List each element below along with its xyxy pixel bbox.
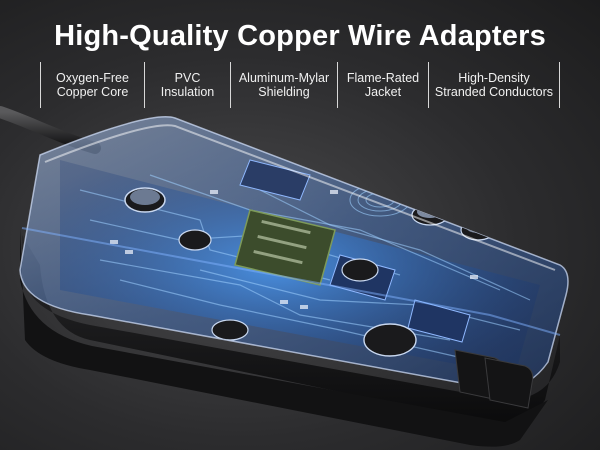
feature-copper-core-label: Oxygen-Free Copper Core: [56, 71, 129, 99]
feature-jacket-label: Flame-Rated Jacket: [346, 71, 420, 99]
chip: [234, 209, 336, 286]
feature-pvc-insulation-label: PVC Insulation: [160, 71, 215, 99]
feature-pvc-insulation: PVC Insulation: [144, 62, 230, 108]
headline: High-Quality Copper Wire Adapters: [54, 20, 546, 52]
feature-shielding-label: Aluminum-Mylar Shielding: [238, 71, 330, 99]
connector-ports: [454, 349, 534, 409]
adapter-base: [22, 235, 560, 424]
adapter-product-image: [0, 106, 569, 447]
feature-copper-core: Oxygen-Free Copper Core: [40, 62, 144, 108]
feature-jacket: Flame-Rated Jacket: [337, 62, 428, 108]
feature-conductors: High-Density Stranded Conductors: [428, 62, 560, 108]
feature-shielding: Aluminum-Mylar Shielding: [230, 62, 337, 108]
feature-list: Oxygen-Free Copper Core PVC Insulation A…: [40, 62, 560, 108]
feature-conductors-label: High-Density Stranded Conductors: [434, 71, 554, 99]
